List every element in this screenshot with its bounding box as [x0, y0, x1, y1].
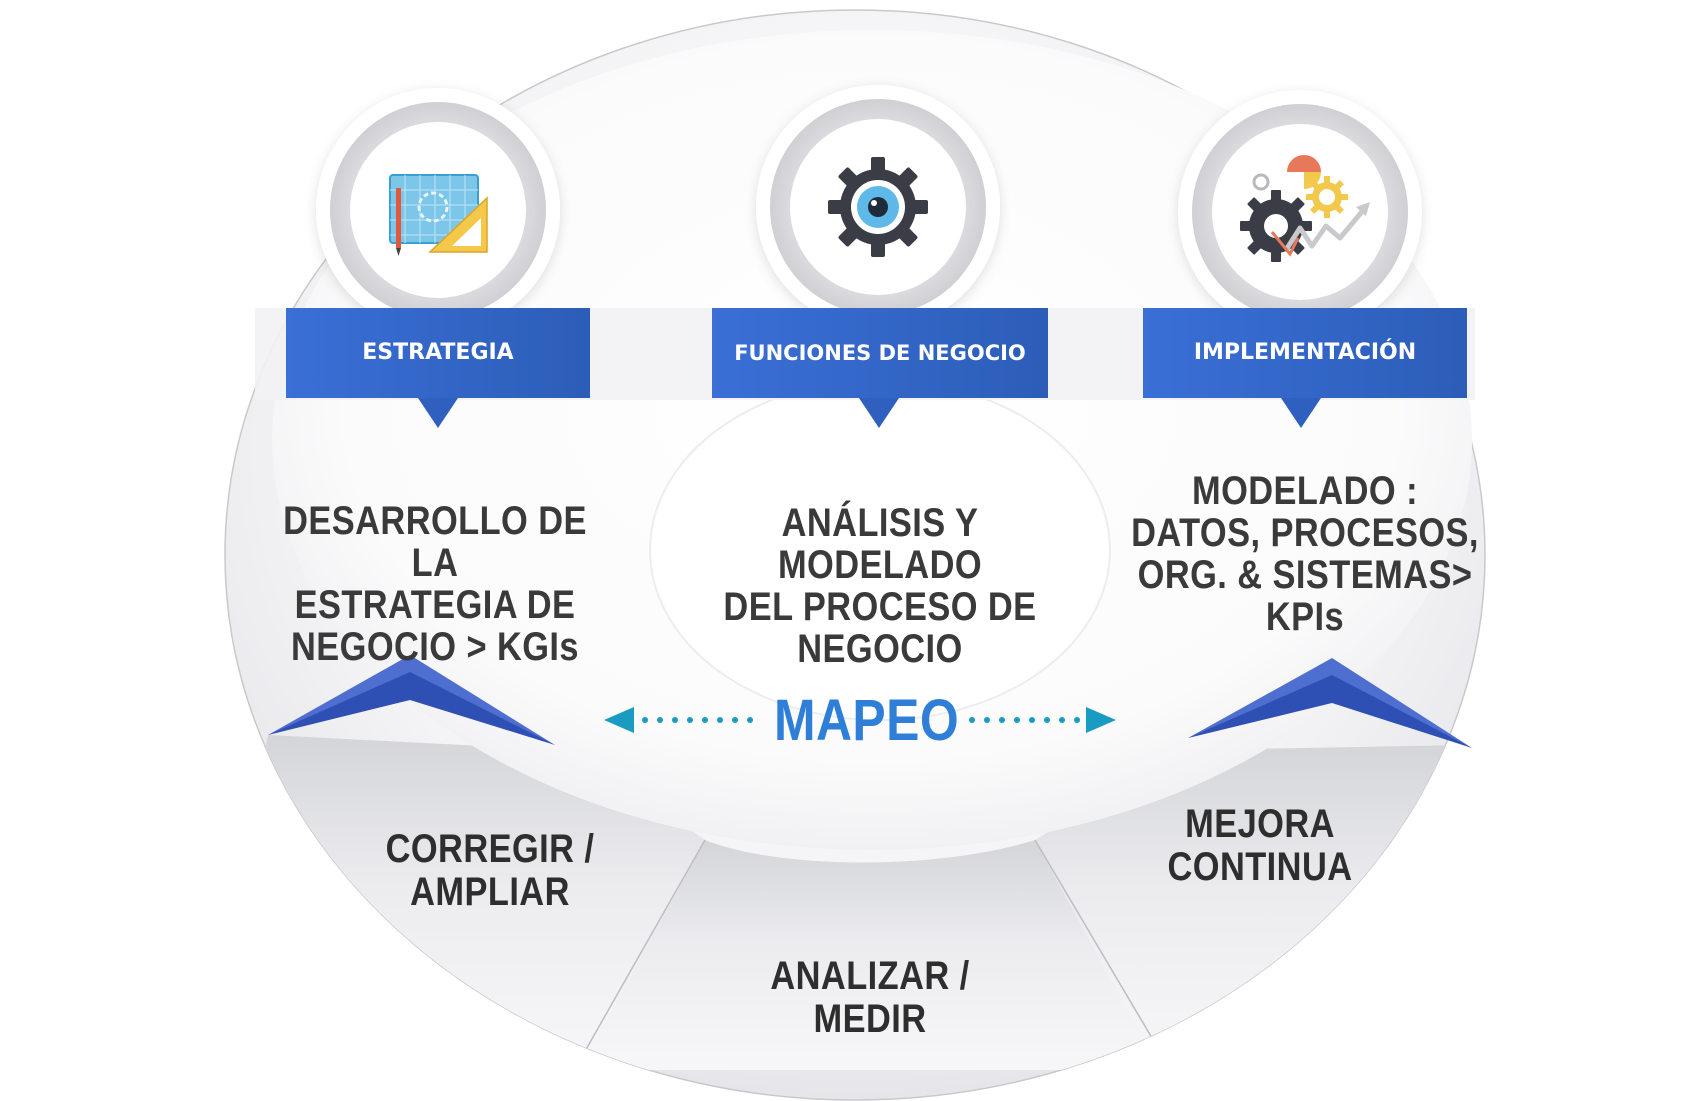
cycle-label-analizar: ANALIZAR / MEDIR [724, 955, 1016, 1041]
description-line: ESTRATEGIA DE [294, 583, 576, 627]
gear-eye-icon [828, 157, 928, 257]
description-line: DESARROLLO DE LA [283, 499, 587, 585]
cycle-line: CONTINUA [1167, 845, 1353, 889]
mapeo-label: MAPEO [774, 688, 960, 753]
description-line: MODELADO : [1192, 469, 1418, 513]
description-line: DEL PROCESO DE NEGOCIO [723, 585, 1037, 671]
cycle-line: MEJORA [1185, 802, 1335, 846]
cycle-label-mejora: MEJORA CONTINUA [1157, 803, 1363, 889]
segment-divider [1034, 839, 1166, 1061]
cycle-line: CORREGIR / [385, 827, 595, 871]
chevron-left [268, 655, 555, 745]
description-line: NEGOCIO > KGIs [291, 625, 579, 669]
label-estrategia [286, 308, 590, 428]
cycle-label-corregir: CORREGIR / AMPLIAR [378, 828, 602, 914]
stage-description-implementacion: MODELADO : DATOS, PROCESOS, ORG. & SISTE… [1129, 470, 1482, 638]
cycle-line: ANALIZAR / MEDIR [770, 954, 970, 1041]
description-line: ANÁLISIS Y MODELADO [777, 501, 983, 587]
mapeo-arrow-left [604, 707, 753, 733]
cycle-segment-middle [580, 840, 1160, 1070]
stage-description-estrategia: DESARROLLO DE LA ESTRATEGIA DE NEGOCIO >… [272, 500, 599, 668]
cycle-line: AMPLIAR [410, 870, 570, 914]
label-implementacion [1143, 308, 1467, 428]
segment-divider [579, 839, 706, 1061]
stage-label-implementacion: IMPLEMENTACIÓN [1193, 340, 1417, 365]
mapeo-arrow-right [969, 707, 1116, 733]
stage-circle-implementacion [1178, 90, 1422, 334]
description-line: ORG. & SISTEMAS> KPIs [1137, 553, 1473, 639]
blueprint-icon [389, 174, 488, 256]
description-line: DATOS, PROCESOS, [1131, 511, 1479, 555]
stage-description-funciones: ANÁLISIS Y MODELADO DEL PROCESO DE NEGOC… [682, 502, 1078, 670]
label-funciones [712, 308, 1048, 428]
stage-label-estrategia: ESTRATEGIA [362, 340, 514, 365]
gears-chart-icon [1240, 155, 1370, 262]
chevron-right [1188, 658, 1472, 748]
stage-label-funciones: FUNCIONES DE NEGOCIO [734, 341, 1026, 365]
